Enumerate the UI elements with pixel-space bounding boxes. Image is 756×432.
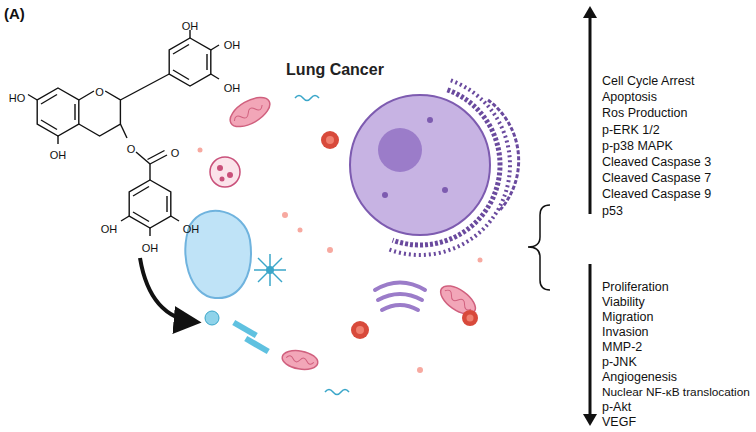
atom-label: OH bbox=[142, 242, 159, 254]
decreased-effect-wrap: Migration bbox=[602, 307, 653, 325]
increased-effect: Cell Cycle Arrest bbox=[602, 74, 694, 88]
brace bbox=[528, 205, 550, 290]
atom-label-wrap: HO bbox=[9, 88, 26, 106]
increased-effect-wrap: p-ERK 1/2 bbox=[602, 120, 660, 138]
atom-label: O bbox=[171, 147, 180, 159]
organelles bbox=[185, 80, 518, 394]
chemical-structure bbox=[28, 30, 219, 236]
increased-effect-wrap: Apoptosis bbox=[602, 87, 657, 105]
atom-label: OH bbox=[101, 223, 118, 235]
up-arrowhead bbox=[583, 6, 597, 18]
decreased-effect-wrap: Viability bbox=[602, 292, 645, 310]
cell: Lung Cancer bbox=[148, 33, 522, 407]
decreased-effect-wrap: MMP-2 bbox=[602, 337, 642, 355]
increased-effect: Cleaved Caspase 9 bbox=[602, 187, 711, 201]
increased-effect: p-ERK 1/2 bbox=[602, 123, 660, 137]
atom-label: OH bbox=[224, 39, 241, 51]
decreased-effect: VEGF bbox=[602, 415, 636, 429]
atom-label: HO bbox=[9, 92, 26, 104]
decreased-effect: p-Akt bbox=[602, 400, 631, 414]
decreased-effect-wrap: p-JNK bbox=[602, 352, 637, 370]
atom-label: OH bbox=[224, 82, 241, 94]
up-arrow bbox=[589, 16, 592, 214]
increased-effect-wrap: Cleaved Caspase 9 bbox=[602, 184, 711, 202]
decreased-effect: Proliferation bbox=[602, 280, 669, 294]
atom-label: OH bbox=[50, 149, 67, 161]
atom-label: O bbox=[95, 86, 104, 98]
decreased-effect: MMP-2 bbox=[602, 340, 642, 354]
atom-label: OH bbox=[183, 223, 200, 235]
decreased-effect-wrap: Nuclear NF-κB translocation bbox=[602, 382, 750, 400]
decreased-effect: Invasion bbox=[602, 325, 649, 339]
atom-label-wrap: OH bbox=[183, 219, 200, 237]
decreased-effect-wrap: VEGF bbox=[602, 412, 636, 430]
atom-label-wrap: OH bbox=[101, 219, 118, 237]
atom-label-wrap: OH bbox=[224, 35, 241, 53]
increased-effect: p-p38 MAPK bbox=[602, 139, 673, 153]
atom-label: O bbox=[127, 143, 136, 155]
decreased-effect-wrap: Invasion bbox=[602, 322, 649, 340]
increased-effect-wrap: Cleaved Caspase 7 bbox=[602, 168, 711, 186]
increased-effect: p53 bbox=[602, 204, 623, 218]
increased-effect: Cleaved Caspase 7 bbox=[602, 171, 711, 185]
atom-label-wrap: OH bbox=[50, 145, 67, 163]
decreased-effect: Nuclear NF-κB translocation bbox=[602, 385, 750, 399]
decreased-effect-wrap: Angiogenesis bbox=[602, 367, 677, 385]
decreased-effect-wrap: Proliferation bbox=[602, 277, 669, 295]
decreased-effect-wrap: p-Akt bbox=[602, 397, 631, 415]
increased-effect-wrap: Cell Cycle Arrest bbox=[602, 71, 694, 89]
atom-label-wrap: O bbox=[127, 139, 136, 157]
increased-effect-wrap: Cleaved Caspase 3 bbox=[602, 152, 711, 170]
panel-label-wrap: (A) bbox=[4, 5, 25, 23]
down-arrow bbox=[589, 264, 592, 416]
increased-effect: Ros Production bbox=[602, 106, 687, 120]
increased-effect: Apoptosis bbox=[602, 90, 657, 104]
decreased-effect: Migration bbox=[602, 310, 653, 324]
increased-effect-wrap: p-p38 MAPK bbox=[602, 136, 673, 154]
panel-label: (A) bbox=[4, 5, 25, 22]
increased-effect-wrap: Ros Production bbox=[602, 103, 687, 121]
down-arrowhead bbox=[583, 414, 597, 426]
cell-outline bbox=[148, 33, 522, 407]
decreased-effect: p-JNK bbox=[602, 355, 637, 369]
atom-label-wrap: OH bbox=[182, 16, 199, 34]
atom-label: OH bbox=[182, 20, 199, 32]
atom-label-wrap: O bbox=[95, 82, 104, 100]
cell-title: Lung Cancer bbox=[148, 61, 522, 79]
atom-label-wrap: OH bbox=[142, 238, 159, 256]
decreased-effect: Angiogenesis bbox=[602, 370, 677, 384]
atom-label-wrap: O bbox=[171, 143, 180, 161]
atom-label-wrap: OH bbox=[224, 78, 241, 96]
decreased-effect: Viability bbox=[602, 295, 645, 309]
increased-effect-wrap: p53 bbox=[602, 201, 623, 219]
increased-effect: Cleaved Caspase 3 bbox=[602, 155, 711, 169]
